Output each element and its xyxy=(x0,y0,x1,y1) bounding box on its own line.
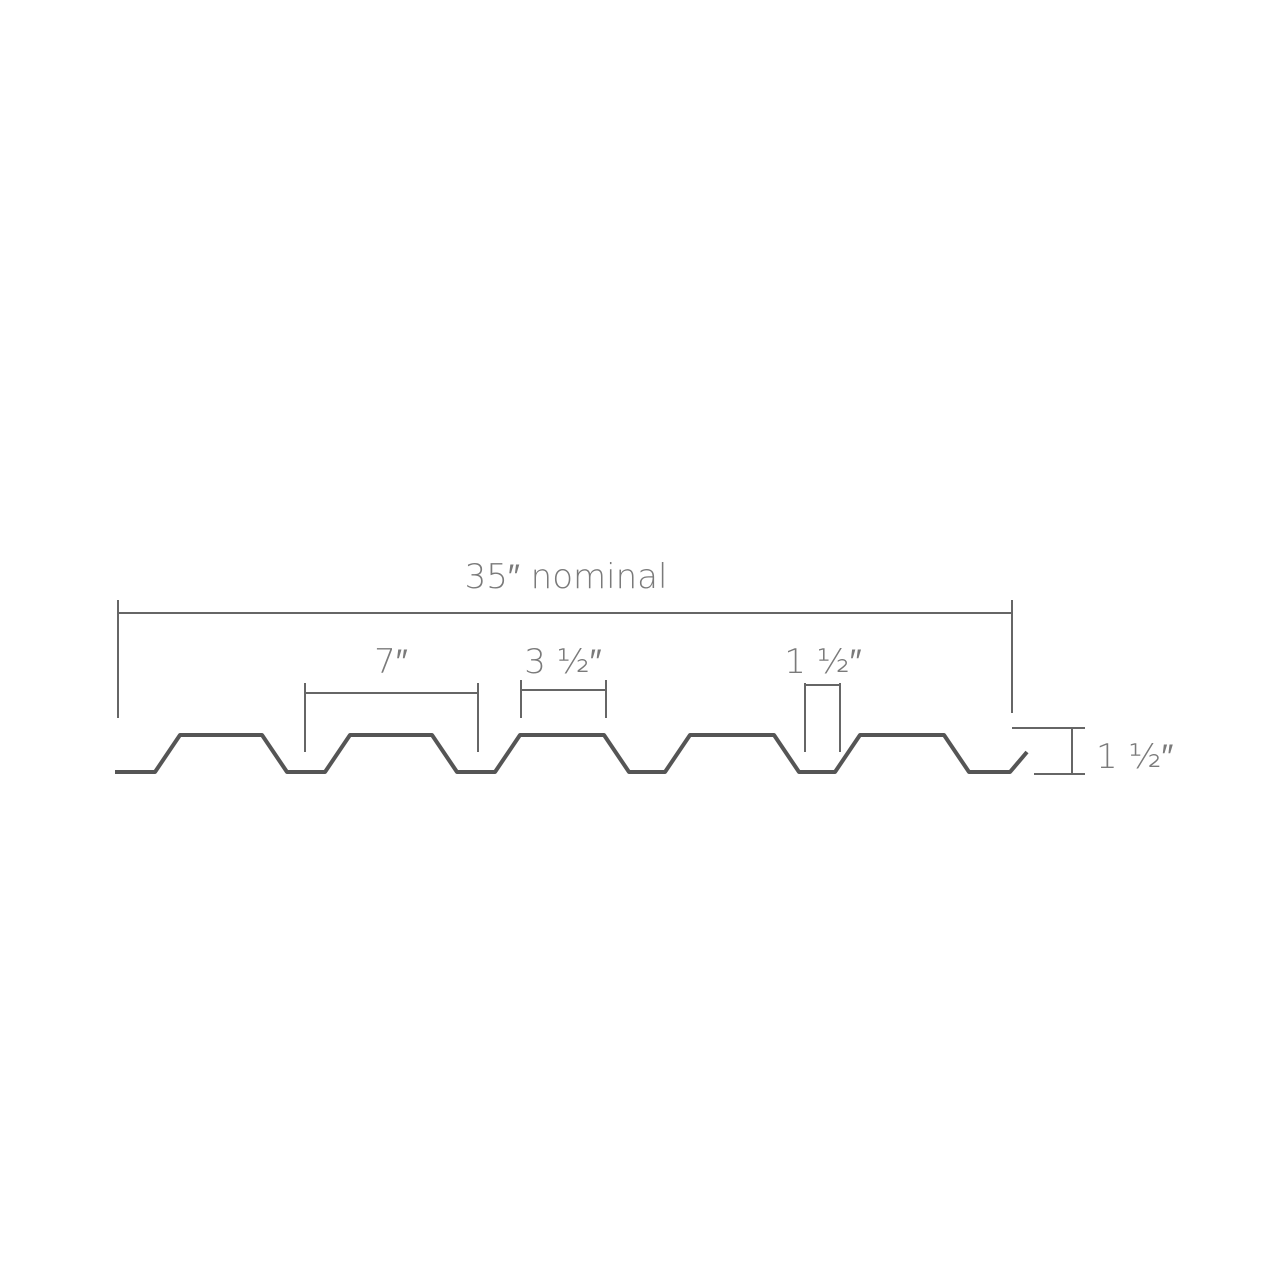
overall-width-label: 35″ nominal xyxy=(465,557,668,597)
rib-spacing-dimension xyxy=(304,683,479,752)
rib-top-dimension xyxy=(520,680,607,718)
rib-bottom-dimension xyxy=(804,683,841,752)
rib-spacing-label: 7″ xyxy=(374,642,408,682)
rib-top-label: 3 ½″ xyxy=(524,642,601,682)
panel-profile xyxy=(115,733,1029,774)
rib-bottom-label: 1 ½″ xyxy=(784,642,861,682)
overall-width-dimension xyxy=(117,600,1013,718)
rib-depth-dimension xyxy=(1012,727,1085,775)
rib-depth-label: 1 ½″ xyxy=(1096,737,1173,777)
